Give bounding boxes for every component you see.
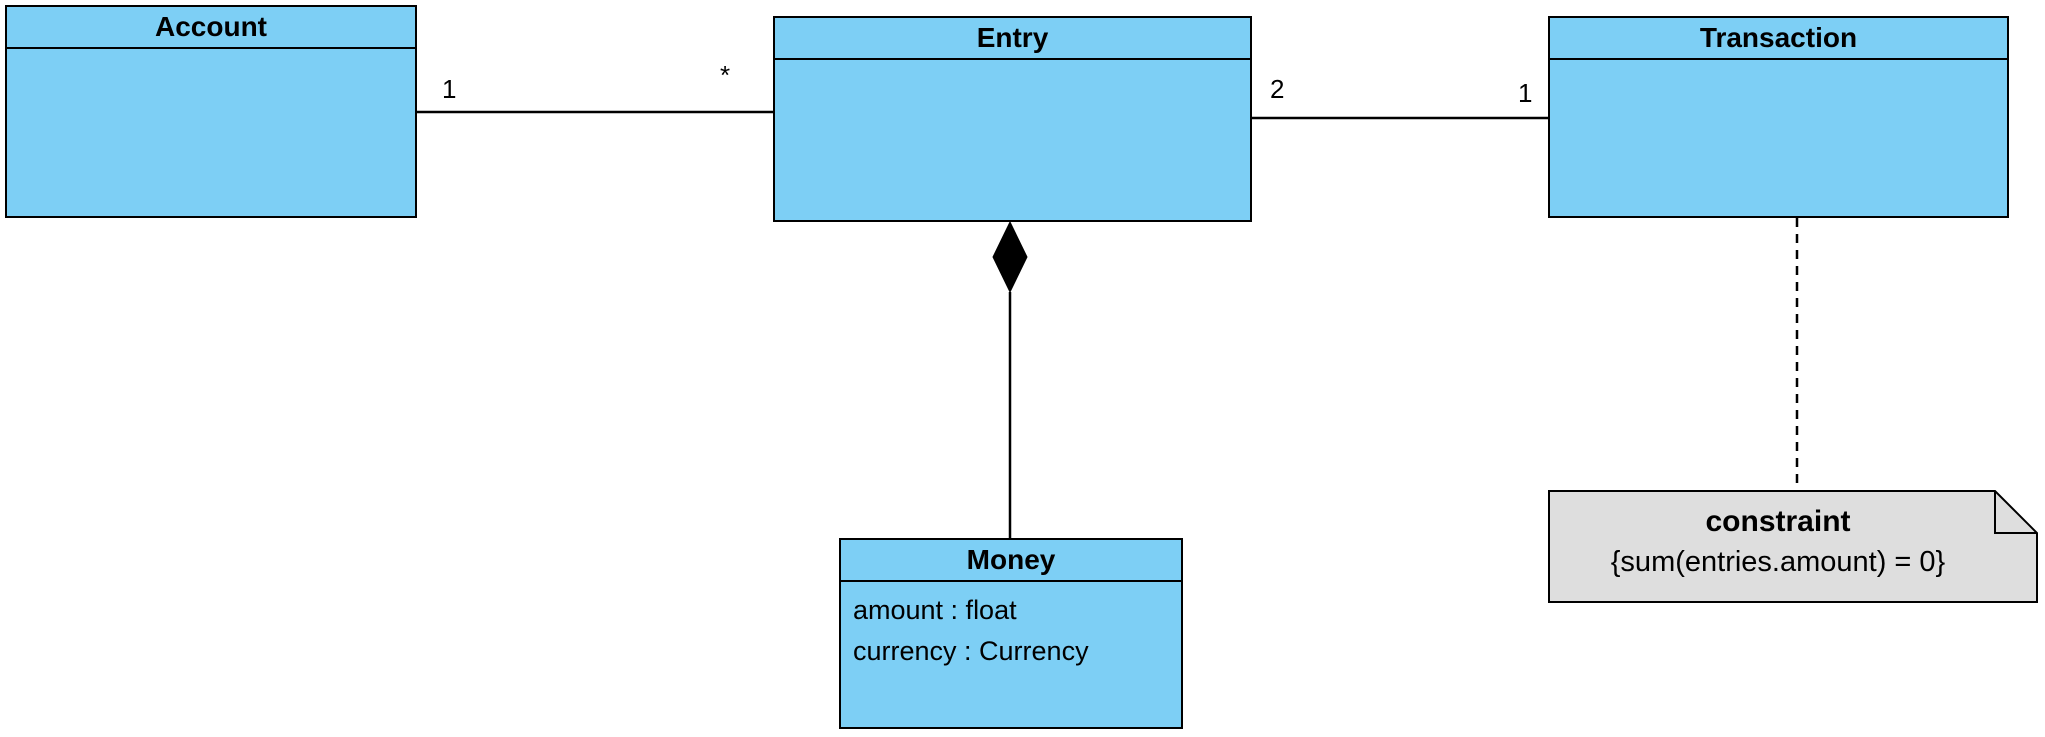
- account-class[interactable]: Account: [5, 5, 417, 218]
- money-class[interactable]: Money amount : float currency : Currency: [839, 538, 1183, 729]
- entry-multiplicity-transaction-side: 2: [1270, 74, 1285, 104]
- note-shape: [1548, 490, 2038, 603]
- class-name: Money: [841, 540, 1181, 582]
- note-title: constraint: [1705, 505, 1851, 538]
- attribute-amount: amount : float: [853, 595, 1017, 625]
- entry-class[interactable]: Entry: [773, 16, 1252, 222]
- transaction-multiplicity: 1: [1518, 78, 1533, 108]
- class-name: Account: [7, 7, 415, 49]
- entry-multiplicity-account-side: *: [720, 60, 731, 90]
- composition-diamond-icon: [992, 220, 1028, 294]
- class-attributes: [7, 49, 415, 65]
- class-attributes: amount : float currency : Currency: [841, 582, 1181, 680]
- account-multiplicity: 1: [442, 74, 457, 104]
- attribute-currency: currency : Currency: [853, 636, 1089, 666]
- class-attributes: [775, 60, 1250, 76]
- class-name: Entry: [775, 18, 1250, 60]
- class-name: Transaction: [1550, 18, 2007, 60]
- class-attributes: [1550, 60, 2007, 76]
- note-constraint-text: {sum(entries.amount) = 0}: [1610, 546, 1946, 578]
- constraint-note[interactable]: constraint {sum(entries.amount) = 0}: [1548, 490, 2039, 603]
- transaction-class[interactable]: Transaction: [1548, 16, 2009, 218]
